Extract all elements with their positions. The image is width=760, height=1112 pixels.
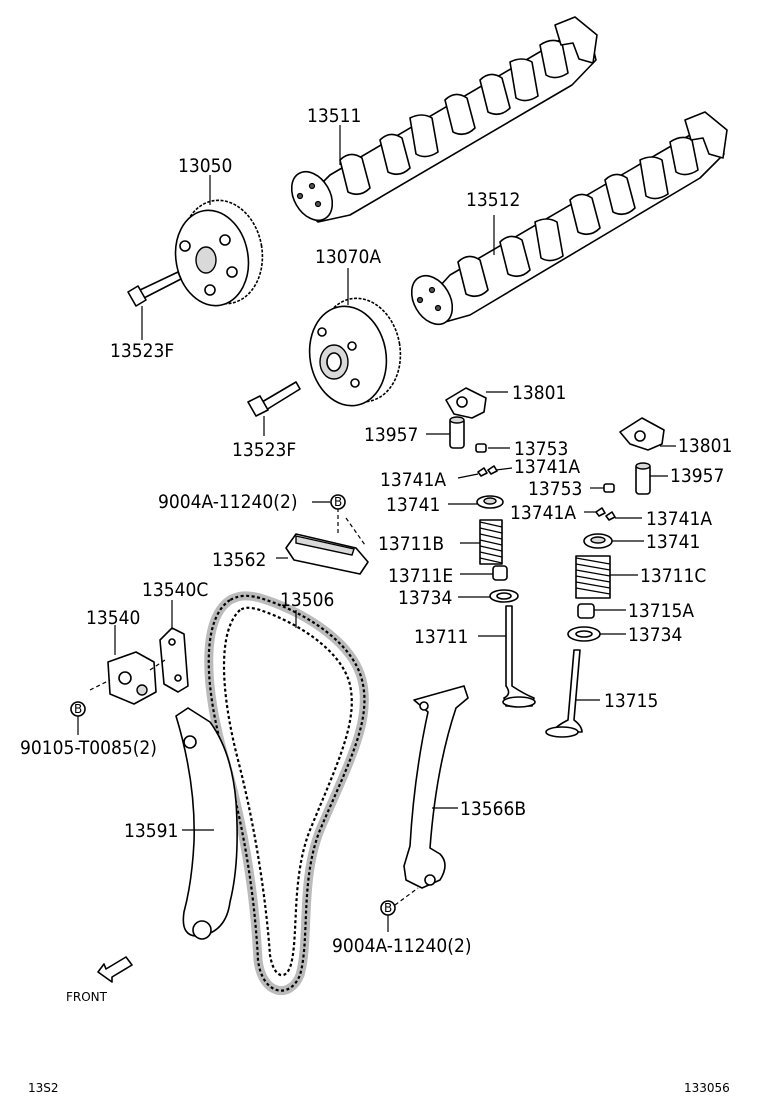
label-13523f-lower: 13523F	[232, 439, 296, 461]
label-13566b: 13566B	[460, 798, 526, 820]
chain-damper	[403, 685, 469, 889]
label-13711e: 13711E	[388, 565, 453, 587]
rocker-arm-right	[619, 417, 676, 451]
label-13957-right: 13957	[670, 465, 724, 487]
retainer-right	[583, 533, 644, 549]
label-13801-right: 13801	[678, 435, 732, 457]
rocker-arm-left	[445, 387, 508, 419]
chain-slipper	[175, 707, 238, 940]
label-13711c: 13711C	[640, 565, 706, 587]
label-13734-right: 13734	[628, 624, 682, 646]
label-13734-left: 13734	[398, 587, 452, 609]
lash-adjuster-right	[635, 462, 668, 495]
retainer-left	[448, 495, 504, 509]
label-13957-left: 13957	[364, 424, 418, 446]
label-13050: 13050	[178, 155, 232, 177]
label-13741a-l2: 13741A	[514, 456, 580, 478]
label-13801-left: 13801	[512, 382, 566, 404]
ref-b-bottom: B	[384, 901, 392, 915]
seal-right	[577, 603, 626, 619]
label-13512: 13512	[466, 189, 520, 211]
keepers-left	[457, 465, 513, 479]
label-13715a: 13715A	[628, 600, 694, 622]
valve-left	[478, 605, 536, 708]
label-13562: 13562	[212, 549, 266, 571]
timing-gear-intake	[174, 175, 264, 307]
label-9004a-top: 9004A-11240(2)	[158, 491, 298, 513]
bolt-intake	[127, 271, 182, 340]
spring-left	[460, 519, 503, 565]
ref-bolt-top: B	[312, 494, 346, 510]
ref-b-top: B	[334, 495, 342, 509]
label-13506: 13506	[280, 589, 334, 611]
spring-right	[575, 555, 638, 599]
bolt-exhaust	[247, 381, 301, 436]
label-13591: 13591	[124, 820, 178, 842]
label-9004a-bottom: 9004A-11240(2)	[332, 935, 472, 957]
ref-b-tensioner: B	[74, 702, 82, 716]
seat-right	[567, 626, 626, 642]
ref-bolt-tensioner: B	[70, 701, 86, 735]
camshaft-exhaust	[410, 111, 728, 326]
seal-left	[460, 565, 508, 581]
label-13523f-upper: 13523F	[110, 340, 174, 362]
label-13753-right: 13753	[528, 478, 582, 500]
label-front: FRONT	[66, 990, 108, 1004]
front-arrow-icon	[97, 956, 133, 983]
chain-guide	[276, 508, 369, 575]
label-13070a: 13070A	[315, 246, 381, 268]
label-13711b: 13711B	[378, 533, 444, 555]
footer-right-code: 133056	[684, 1081, 730, 1095]
timing-gear-exhaust	[308, 268, 402, 407]
valve-right	[545, 649, 600, 738]
lash-adjuster-left	[426, 416, 465, 449]
tensioner-gasket	[159, 600, 189, 693]
label-13741a-r2: 13741A	[646, 508, 712, 530]
footer-left-code: 13S2	[28, 1081, 59, 1095]
keepers-right	[584, 507, 642, 521]
camshaft-intake	[290, 16, 598, 223]
label-13715: 13715	[604, 690, 658, 712]
label-13741-left: 13741	[386, 494, 440, 516]
cap-left	[475, 443, 510, 453]
label-13711: 13711	[414, 626, 468, 648]
label-13540: 13540	[86, 607, 140, 629]
label-13511: 13511	[307, 105, 361, 127]
label-13540c: 13540C	[142, 579, 208, 601]
label-90105: 90105-T0085(2)	[20, 737, 157, 759]
chain-tensioner	[89, 625, 166, 705]
cap-right	[590, 483, 615, 493]
label-13753-left: 13753	[514, 438, 568, 460]
ref-bolt-bottom: B	[380, 887, 419, 932]
label-13741a-l1: 13741A	[380, 469, 446, 491]
label-13741a-r1: 13741A	[510, 502, 576, 524]
seat-left	[458, 589, 519, 603]
label-13741-right: 13741	[646, 531, 700, 553]
